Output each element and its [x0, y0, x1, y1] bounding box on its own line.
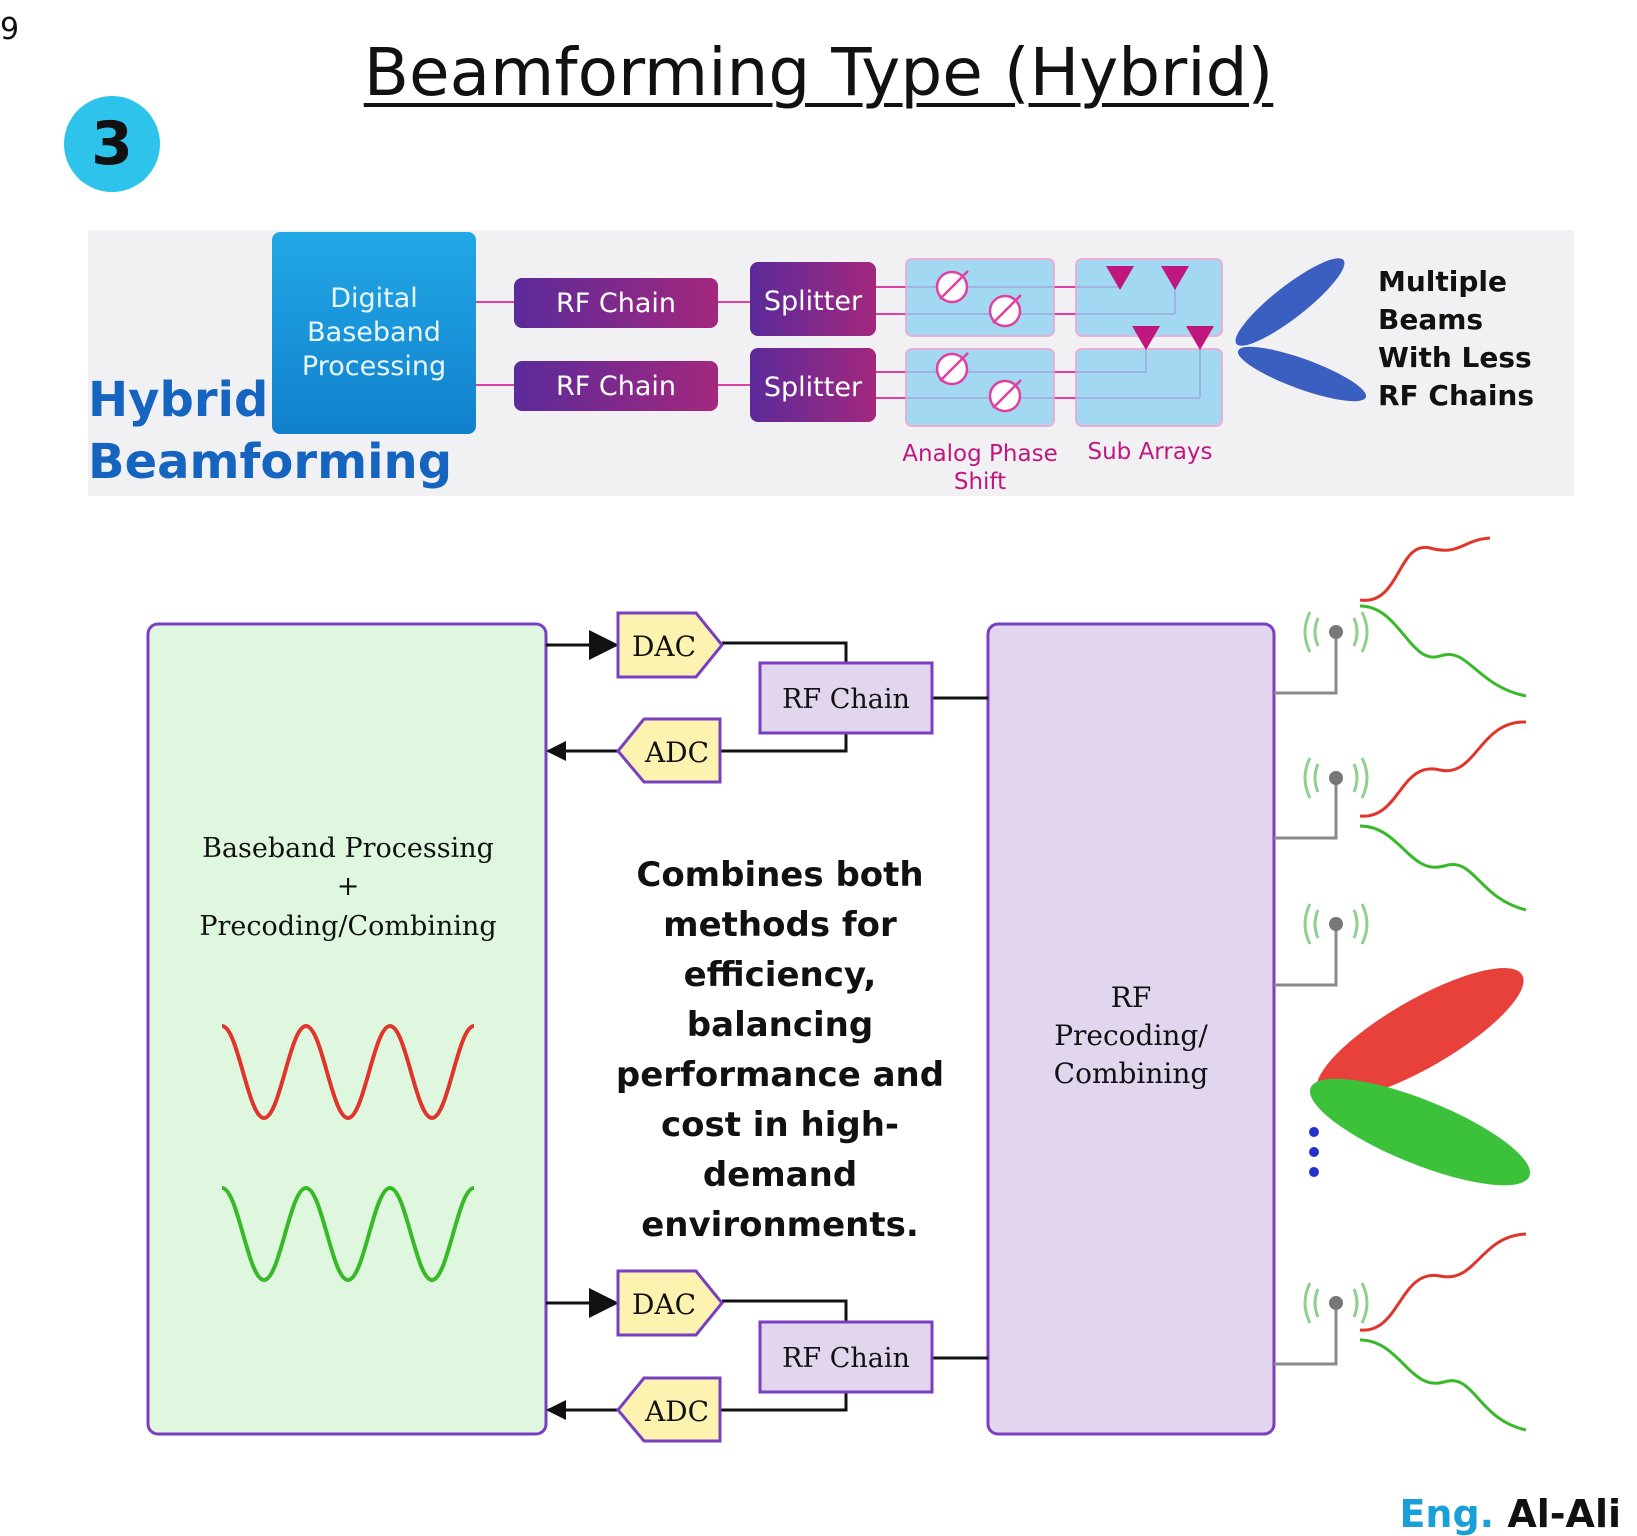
antenna-element-icon	[1161, 266, 1189, 290]
phase-shift-caption-line-1: Analog Phase	[902, 441, 1057, 467]
green-radiated-signal-icon	[1359, 604, 1527, 698]
top-rf-chain-2	[514, 361, 718, 411]
beam-lobe-lower	[1237, 346, 1367, 402]
hybrid-label-line-2: Beamforming	[88, 434, 452, 490]
hybrid-description: Combines both methods for efficiency, ba…	[590, 850, 970, 1250]
rf-chain-upper	[758, 661, 934, 735]
digital-block-line-2: Baseband	[307, 317, 441, 348]
antenna-icons	[1303, 611, 1369, 1324]
rf-chain-lower-label: RF Chain	[782, 1343, 910, 1374]
rf-precoding-line-2: Precoding/	[1054, 1019, 1208, 1052]
description-line: cost in high-demand	[660, 1105, 900, 1195]
sub-array-1	[1075, 258, 1223, 337]
red-radiated-signal-icon	[1359, 536, 1491, 602]
rf-chain-lower	[758, 1320, 934, 1394]
dac-lower	[616, 1269, 724, 1337]
description-line: performance and	[615, 1055, 945, 1095]
antenna-element-icon	[1106, 266, 1134, 290]
baseband-processing-block	[146, 622, 548, 1436]
digital-baseband-block	[272, 232, 476, 434]
sub-arrays-caption: Sub Arrays	[1087, 439, 1212, 465]
hybrid-beamforming-top-diagram: Digital Baseband Processing RF Chain RF …	[88, 230, 1574, 496]
phase-shift-box-1	[905, 258, 1055, 337]
red-baseband-signal-icon	[221, 1023, 475, 1121]
beam-lobe-upper	[1235, 258, 1345, 346]
beams-caption-line-2: Beams	[1378, 303, 1483, 336]
description-line: efficiency,	[683, 955, 877, 995]
dac-lower-label: DAC	[632, 1288, 696, 1321]
red-radiated-signal-icon	[1359, 1232, 1527, 1332]
antenna-icon	[1303, 757, 1369, 799]
rf-chain-upper-label: RF Chain	[782, 684, 910, 715]
splitter-1-label: Splitter	[764, 286, 863, 317]
author-credit: Eng. Al-Ali	[1399, 1492, 1621, 1536]
credit-prefix: Eng.	[1399, 1492, 1495, 1536]
antenna-icon	[1303, 1282, 1369, 1324]
red-beam-lobe	[1316, 968, 1524, 1100]
baseband-block-line-2: +	[337, 871, 360, 902]
antenna-icon	[1303, 903, 1369, 945]
antenna-icon	[1303, 611, 1369, 653]
rf-precoding-line-1: RF	[1111, 981, 1152, 1014]
splitter-1	[750, 262, 876, 336]
credit-name: Al-Ali	[1507, 1492, 1621, 1536]
description-line: Combines both	[636, 855, 924, 895]
green-baseband-signal-icon	[221, 1185, 475, 1283]
beams-caption-line-1: Multiple	[1378, 265, 1507, 298]
hybrid-architecture-bottom-diagram: Baseband Processing + Precoding/Combinin…	[146, 536, 1531, 1443]
antenna-element-icons	[1106, 266, 1214, 350]
step-badge: 3	[64, 96, 160, 192]
green-radiated-signal-icon	[1359, 824, 1527, 912]
adc-lower	[616, 1376, 722, 1443]
phase-shift-caption-line-2: Shift	[954, 469, 1006, 495]
radiated-signals	[1359, 536, 1527, 1432]
beams-caption-line-3: With Less	[1378, 341, 1532, 374]
splitter-2-label: Splitter	[764, 372, 863, 403]
description-line: environments.	[641, 1205, 919, 1245]
hybrid-label-line-1: Hybrid	[88, 372, 268, 428]
splitter-2	[750, 348, 876, 422]
adc-lower-label: ADC	[644, 1395, 709, 1428]
more-antennas-ellipsis-icon	[1309, 1127, 1319, 1177]
beams-caption-line-4: RF Chains	[1378, 379, 1534, 412]
page-title: Beamforming Type (Hybrid)	[363, 34, 1274, 111]
page-number: 9	[0, 12, 20, 47]
phase-shifter-icons	[935, 270, 1022, 413]
digital-block-line-3: Processing	[302, 351, 446, 382]
baseband-block-line-1: Baseband Processing	[202, 833, 494, 864]
antenna-element-icon	[1186, 326, 1214, 350]
rf-precoding-line-3: Combining	[1054, 1057, 1209, 1090]
adc-arrow-head-icon	[546, 1400, 566, 1420]
upper-chain-connectors	[546, 630, 988, 753]
antenna-feed-lines	[1274, 634, 1338, 1366]
lower-chain-connectors	[546, 1288, 988, 1412]
baseband-block-line-3: Precoding/Combining	[199, 911, 496, 942]
antenna-element-icon	[1132, 326, 1160, 350]
green-radiated-signal-icon	[1359, 1338, 1527, 1432]
phase-shift-box-2	[905, 348, 1055, 427]
sub-array-2	[1075, 348, 1223, 427]
rf-precoding-block	[986, 622, 1276, 1436]
dac-upper-label: DAC	[632, 630, 696, 663]
dac-upper	[616, 611, 724, 679]
red-radiated-signal-icon	[1359, 720, 1527, 818]
green-beam-lobe	[1309, 1078, 1531, 1186]
top-rf-chain-2-label: RF Chain	[556, 371, 676, 402]
top-rf-chain-1	[514, 278, 718, 328]
description-line: balancing	[686, 1005, 874, 1045]
top-rf-chain-1-label: RF Chain	[556, 288, 676, 319]
adc-upper-label: ADC	[644, 736, 709, 769]
adc-arrow-head-icon	[546, 741, 566, 761]
description-line: methods for	[663, 905, 897, 945]
adc-upper	[616, 717, 722, 784]
digital-block-line-1: Digital	[330, 283, 418, 314]
